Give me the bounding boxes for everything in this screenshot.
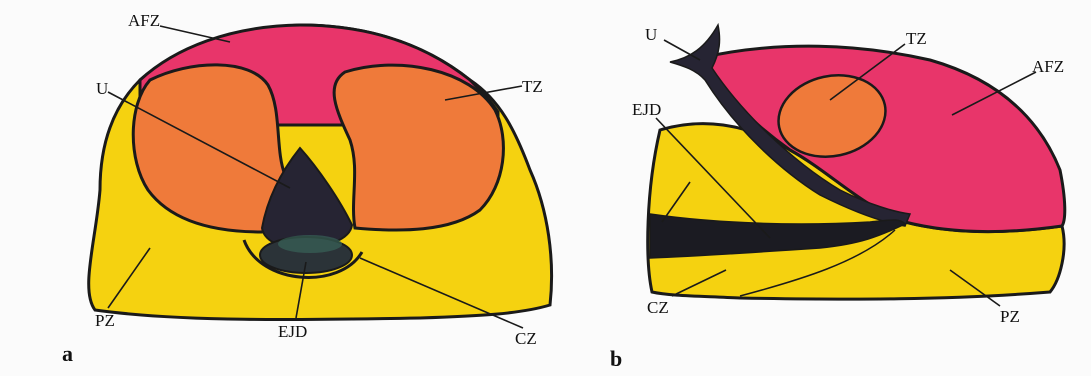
panel-a-letter: a [62, 341, 73, 366]
panel-b-ejd-label: EJD [632, 100, 661, 119]
panel-b-letter: b [610, 346, 622, 371]
panel-a-cz-label: CZ [515, 329, 537, 348]
panel-b-cz-label: CZ [647, 298, 669, 317]
panel-b: U TZ AFZ EJD CZ PZ b [610, 25, 1065, 371]
panel-a-ejd-label: EJD [278, 322, 307, 341]
panel-a-afz-label: AFZ [128, 11, 160, 30]
panel-b-pz-label: PZ [1000, 307, 1020, 326]
panel-a-transition-zone-right [334, 65, 503, 230]
panel-a-pz-label: PZ [95, 311, 115, 330]
panel-a-tz-label: TZ [522, 77, 543, 96]
panel-b-u-leader [664, 40, 700, 60]
panel-a: AFZ U TZ PZ EJD CZ a [62, 11, 552, 366]
panel-a-u-label: U [96, 79, 108, 98]
panel-b-u-label: U [645, 25, 657, 44]
panel-b-afz-label: AFZ [1032, 57, 1064, 76]
panel-a-afz-leader [160, 26, 230, 42]
panel-a-ejaculatory-duct-highlight [278, 235, 342, 253]
panel-b-tz-label: TZ [906, 29, 927, 48]
